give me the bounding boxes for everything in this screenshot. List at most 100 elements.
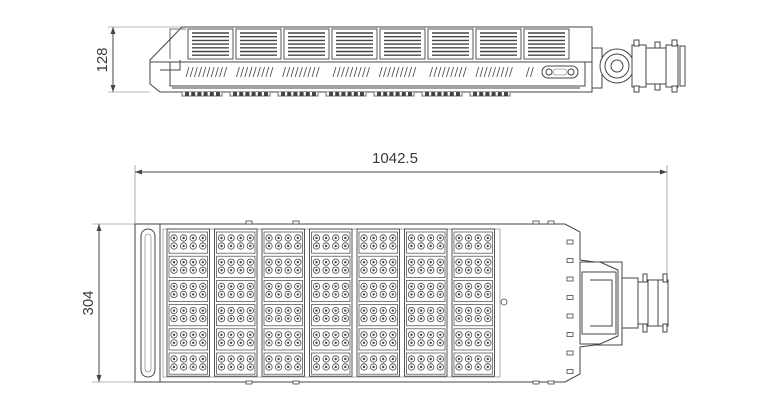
led-lens xyxy=(322,314,330,323)
length-dimension-label: 1042.5 xyxy=(372,150,418,167)
led-chip xyxy=(439,357,442,361)
led-chip xyxy=(467,269,470,272)
led-chip xyxy=(296,236,299,240)
led-lens xyxy=(246,282,254,290)
led-chip xyxy=(249,309,252,312)
led-lens xyxy=(227,339,235,347)
led-chip xyxy=(419,269,423,272)
slot-line xyxy=(244,66,249,78)
led-lens xyxy=(274,331,283,339)
led-chip xyxy=(267,285,271,288)
led-lens xyxy=(455,290,463,298)
led-chip xyxy=(382,269,385,272)
led-lens xyxy=(474,234,482,242)
led-chip xyxy=(192,285,195,288)
slot-line xyxy=(391,66,396,78)
led-chip xyxy=(249,357,252,361)
led-lens xyxy=(455,282,463,290)
led-chip xyxy=(334,261,337,264)
led-chip xyxy=(172,244,176,248)
led-module xyxy=(216,280,256,302)
led-lens xyxy=(474,355,482,363)
led-module xyxy=(406,328,446,351)
led-module xyxy=(263,231,303,254)
led-lens xyxy=(170,242,178,250)
led-chip xyxy=(277,341,280,344)
led-lens xyxy=(227,282,235,290)
led-chip xyxy=(182,309,185,312)
led-chip xyxy=(249,269,252,272)
led-chip xyxy=(277,293,280,296)
lens-dot xyxy=(203,92,208,96)
led-lens xyxy=(265,306,273,315)
led-chip xyxy=(239,341,242,344)
led-lens xyxy=(265,242,273,250)
led-lens xyxy=(227,331,235,339)
led-chip xyxy=(277,317,280,320)
led-chip xyxy=(419,261,423,264)
slot-line xyxy=(315,66,320,78)
lens-dot xyxy=(257,92,262,96)
led-chip xyxy=(229,317,233,320)
led-lens xyxy=(464,363,473,371)
led-chip xyxy=(344,236,347,240)
led-lens xyxy=(237,355,245,363)
led-lens xyxy=(484,355,492,363)
led-chip xyxy=(410,309,413,312)
slot-line xyxy=(500,66,505,78)
led-chip xyxy=(457,341,461,344)
led-chip xyxy=(315,317,318,320)
led-chip xyxy=(457,333,461,336)
slot-line xyxy=(454,66,459,78)
led-chip xyxy=(457,269,461,272)
led-chip xyxy=(382,244,385,248)
led-chip xyxy=(419,365,423,369)
led-lens xyxy=(312,282,321,290)
screw xyxy=(566,239,574,245)
led-chip xyxy=(239,317,242,320)
led-chip xyxy=(287,261,290,264)
led-chip xyxy=(296,317,299,320)
led-lens xyxy=(199,339,207,347)
led-chip xyxy=(372,309,375,312)
slot-line xyxy=(441,66,446,78)
led-module xyxy=(358,352,398,375)
led-module xyxy=(453,352,493,375)
led-chip xyxy=(267,236,271,240)
led-chip xyxy=(277,309,280,312)
led-chip xyxy=(439,261,442,264)
led-chip xyxy=(201,365,204,369)
led-chip xyxy=(296,333,299,336)
led-lens xyxy=(427,234,435,242)
lens-dot xyxy=(485,92,490,96)
led-lens xyxy=(341,290,349,298)
led-chip xyxy=(239,333,242,336)
lens-dot xyxy=(443,92,448,96)
led-chip xyxy=(410,333,413,336)
led-chip xyxy=(315,333,318,336)
led-lens xyxy=(217,242,226,250)
led-lens xyxy=(294,306,302,315)
led-chip xyxy=(324,269,328,272)
led-chip xyxy=(287,285,290,288)
led-lens xyxy=(474,242,482,250)
led-lens xyxy=(284,363,292,371)
led-lens xyxy=(170,363,178,371)
led-chip xyxy=(372,293,375,296)
slot-line xyxy=(219,66,223,78)
led-chip xyxy=(391,236,394,240)
led-module xyxy=(453,231,493,254)
led-lens xyxy=(312,242,321,250)
led-chip xyxy=(457,365,461,369)
led-lens xyxy=(436,339,444,347)
led-lens xyxy=(341,363,349,371)
slot-line xyxy=(462,66,467,78)
screw xyxy=(566,313,574,319)
led-lens xyxy=(312,314,321,323)
led-chip xyxy=(467,341,470,344)
led-lens xyxy=(322,363,330,371)
led-chip xyxy=(486,285,489,288)
led-module-column xyxy=(214,228,258,377)
led-chip xyxy=(277,285,280,288)
lens-dot xyxy=(395,92,400,96)
